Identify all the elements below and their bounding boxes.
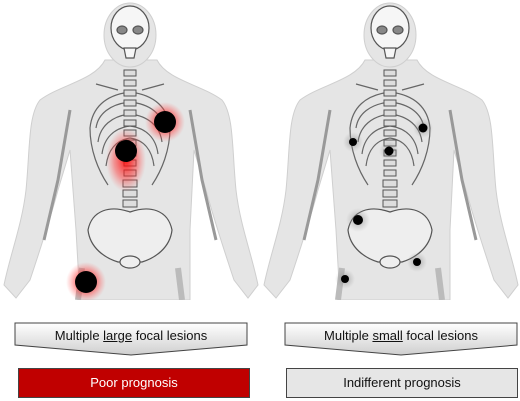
small-lesion	[418, 123, 428, 133]
left-lesion-label: Multiple large focal lesions	[14, 328, 248, 343]
left-skeleton-illustration	[3, 2, 259, 302]
down-arrow-shape	[14, 322, 248, 356]
small-lesion	[384, 146, 394, 156]
small-lesion	[349, 138, 357, 146]
right-lesion-arrow: Multiple small focal lesions	[284, 322, 518, 356]
label-emphasis: large	[103, 328, 133, 343]
poor-prognosis-box: Poor prognosis	[18, 368, 250, 398]
arm-bones	[302, 109, 478, 241]
label-text: focal lesions	[132, 328, 208, 343]
left-lesion-arrow: Multiple large focal lesions	[14, 322, 248, 356]
left-lesions	[66, 102, 185, 302]
large-lesion	[115, 140, 137, 162]
right-lesions	[335, 118, 433, 289]
large-lesion	[154, 111, 176, 133]
label-emphasis: small	[372, 328, 403, 343]
small-lesion	[353, 215, 363, 225]
label-text: Multiple	[324, 328, 373, 343]
small-lesion	[341, 275, 349, 283]
skull	[370, 5, 410, 59]
small-lesion	[413, 258, 421, 266]
large-lesion	[75, 271, 97, 293]
right-skeleton-figure	[260, 0, 520, 301]
left-skeleton-figure	[0, 0, 260, 302]
indifferent-prognosis-box: Indifferent prognosis	[286, 368, 518, 398]
skull	[110, 5, 150, 59]
down-arrow-shape	[284, 322, 518, 356]
right-skeleton-illustration	[263, 2, 519, 301]
label-text: Multiple	[54, 328, 104, 343]
label-text: focal lesions	[402, 328, 478, 343]
arm-bones	[42, 109, 218, 241]
right-lesion-label: Multiple small focal lesions	[284, 328, 518, 343]
